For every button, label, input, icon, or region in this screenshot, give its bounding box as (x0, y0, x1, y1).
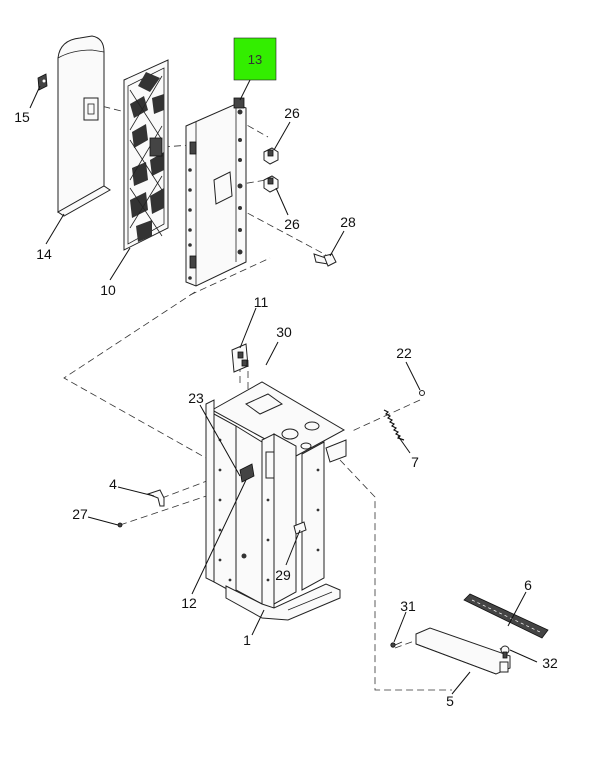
part-4-bracket (146, 489, 165, 507)
leader-lines (29, 67, 538, 695)
part-11-bracket (231, 343, 249, 373)
part-10-screen (123, 59, 169, 251)
callout-29[interactable]: 29 (275, 567, 291, 583)
callout-12[interactable]: 12 (181, 595, 197, 611)
callout-26-upper[interactable]: 26 (284, 105, 300, 121)
callout-7[interactable]: 7 (411, 454, 419, 470)
part-32-knob (500, 645, 510, 659)
callout-10[interactable]: 10 (100, 282, 116, 298)
callout-31[interactable]: 31 (400, 598, 416, 614)
callout-15[interactable]: 15 (14, 109, 30, 125)
callout-labels: 15 14 10 26 26 28 11 30 22 23 7 4 27 29 … (14, 105, 558, 709)
part-28-bolt (313, 253, 337, 267)
part-26-nut-lower (263, 175, 279, 193)
callout-23[interactable]: 23 (188, 390, 204, 406)
callout-30[interactable]: 30 (276, 324, 292, 340)
callout-26-lower[interactable]: 26 (284, 216, 300, 232)
callout-5[interactable]: 5 (446, 693, 454, 709)
part-14-cover-panel (57, 35, 111, 217)
part-22-screw (419, 390, 425, 396)
part-6-rail (463, 593, 549, 639)
part-7-spring (383, 409, 405, 441)
callout-27[interactable]: 27 (72, 506, 88, 522)
part-5-bar (415, 627, 511, 675)
highlight-part-13[interactable]: 13 (233, 37, 277, 81)
callout-28[interactable]: 28 (340, 214, 356, 230)
callout-6[interactable]: 6 (524, 577, 532, 593)
callout-1[interactable]: 1 (243, 632, 251, 648)
callout-22[interactable]: 22 (396, 345, 412, 361)
part-29-bolt (293, 521, 307, 535)
callout-32[interactable]: 32 (542, 655, 558, 671)
part-1-main-frame (205, 381, 347, 621)
callout-11[interactable]: 11 (254, 294, 269, 310)
part-15-clip (37, 73, 48, 91)
part-13-backing-panel (185, 97, 247, 287)
part-26-nut-upper (263, 147, 279, 165)
callout-13-label: 13 (248, 52, 262, 67)
part-27-pin (117, 522, 123, 528)
callout-14[interactable]: 14 (36, 246, 52, 262)
part-31-screw (390, 641, 403, 648)
callout-4[interactable]: 4 (109, 476, 117, 492)
